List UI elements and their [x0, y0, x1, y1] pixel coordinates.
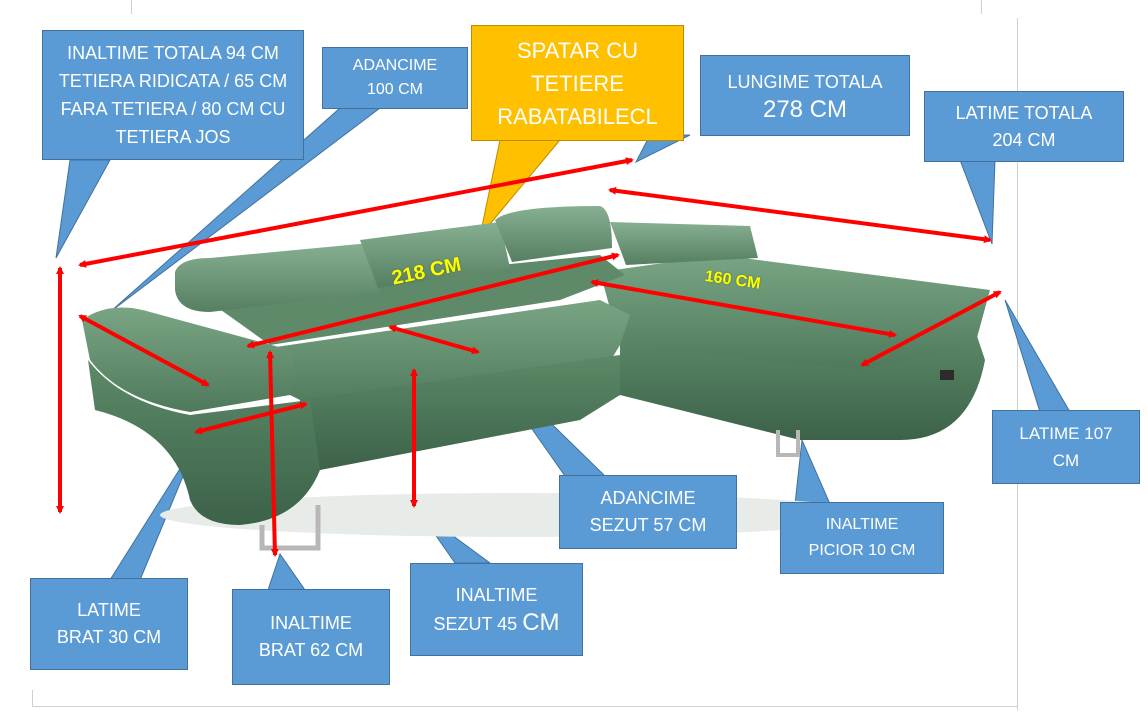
arm-height-callout: INALTIME BRAT 62 CM	[232, 589, 390, 685]
leg-height-value: PICIOR 10 CM	[808, 542, 916, 559]
arm-width-label: LATIME	[77, 600, 141, 620]
backrest-line1: SPATAR CU	[516, 37, 638, 63]
backrest-line3: RABATABILECL	[497, 103, 658, 129]
leg-height-callout: INALTIME PICIOR 10 CM	[780, 502, 944, 574]
arm-height-label: INALTIME	[270, 613, 352, 633]
arm-width-value: BRAT 30 CM	[56, 627, 162, 647]
seat-height-value: SEZUT 45 CM	[433, 609, 559, 638]
depth-label: ADANCIME	[352, 57, 438, 74]
total-width-callout: LATIME TOTALA 204 CM	[924, 91, 1124, 162]
seat-height-unit: CM	[522, 608, 560, 636]
leg-height-label: INALTIME	[825, 516, 899, 533]
chaise-width-callout: LATIME 107 CM	[992, 410, 1140, 484]
total-height-text: INALTIME TOTALA 94 CM TETIERA RIDICATA /…	[58, 43, 288, 147]
frame-right	[1017, 18, 1018, 710]
frame-top-right	[981, 0, 982, 14]
total-length-callout: LUNGIME TOTALA 278 CM	[700, 55, 910, 136]
total-height-callout: INALTIME TOTALA 94 CM TETIERA RIDICATA /…	[42, 30, 304, 160]
seat-depth-label: ADANCIME	[600, 488, 696, 508]
depth-value: 100 CM	[366, 81, 423, 98]
backrest-line2: TETIERE	[531, 70, 624, 96]
seat-depth-value: SEZUT 57 CM	[589, 515, 707, 535]
seat-height-label: INALTIME	[455, 584, 538, 605]
total-length-label: LUNGIME TOTALA	[727, 71, 883, 92]
arm-width-callout: LATIME BRAT 30 CM	[30, 578, 188, 670]
arm-height-value: BRAT 62 CM	[258, 640, 364, 660]
seat-height-number: SEZUT 45	[433, 613, 523, 634]
depth-callout: ADANCIME 100 CM	[322, 47, 468, 109]
frame-left	[32, 690, 33, 706]
frame-bottom	[32, 706, 1018, 707]
chaise-width-label: LATIME 107	[1019, 424, 1113, 443]
seat-depth-callout: ADANCIME SEZUT 57 CM	[559, 475, 737, 549]
backrest-callout: SPATAR CU TETIERE RABATABILECL	[471, 25, 684, 141]
frame-top-left	[131, 0, 132, 14]
total-width-label: LATIME TOTALA	[955, 102, 1093, 123]
seat-height-callout: INALTIME SEZUT 45 CM	[410, 563, 583, 656]
chaise-width-value: CM	[1052, 451, 1080, 470]
dimension-arrows	[56, 157, 1002, 557]
sofa-image	[82, 206, 990, 551]
total-width-value: 204 CM	[992, 129, 1056, 150]
total-length-value: 278 CM	[762, 95, 848, 123]
